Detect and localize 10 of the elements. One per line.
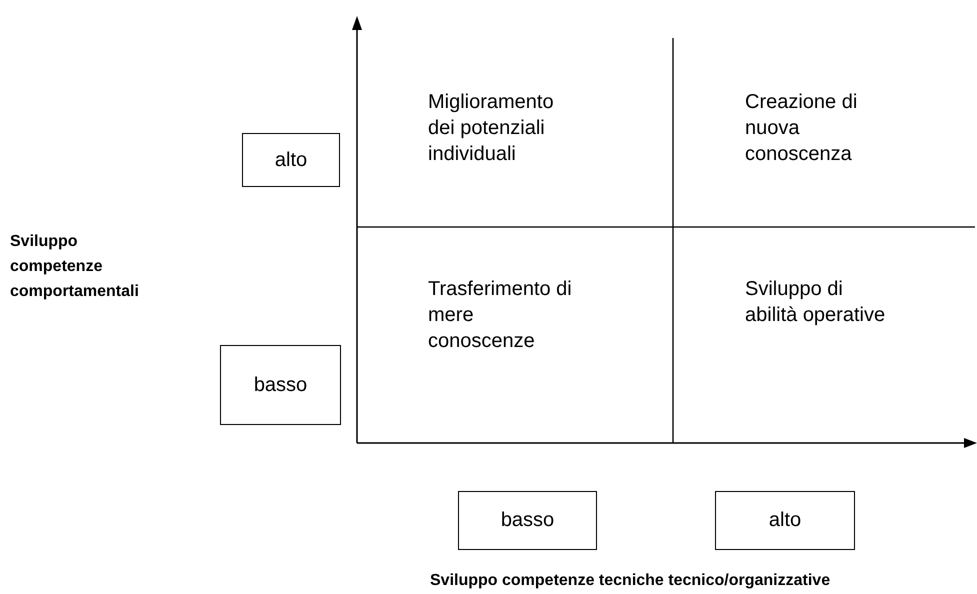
axis-title: Sviluppo competenze tecniche tecnico/organizzative (430, 571, 832, 591)
value-box: alto (715, 491, 855, 550)
quadrant-label: Creazione di nuova conoscenza (745, 90, 858, 167)
quadrant-label: Miglioramento dei potenziali individuali (428, 90, 555, 167)
value-box: basso (220, 345, 341, 425)
value-box: basso (458, 491, 597, 550)
quadrant-label: Trasferimento di mere conoscenze (428, 277, 573, 354)
axis-title: Sviluppo competenze comportamentali (10, 232, 140, 302)
value-box: alto (242, 133, 340, 187)
quadrant-label: Sviluppo di abilità operative (745, 277, 886, 328)
